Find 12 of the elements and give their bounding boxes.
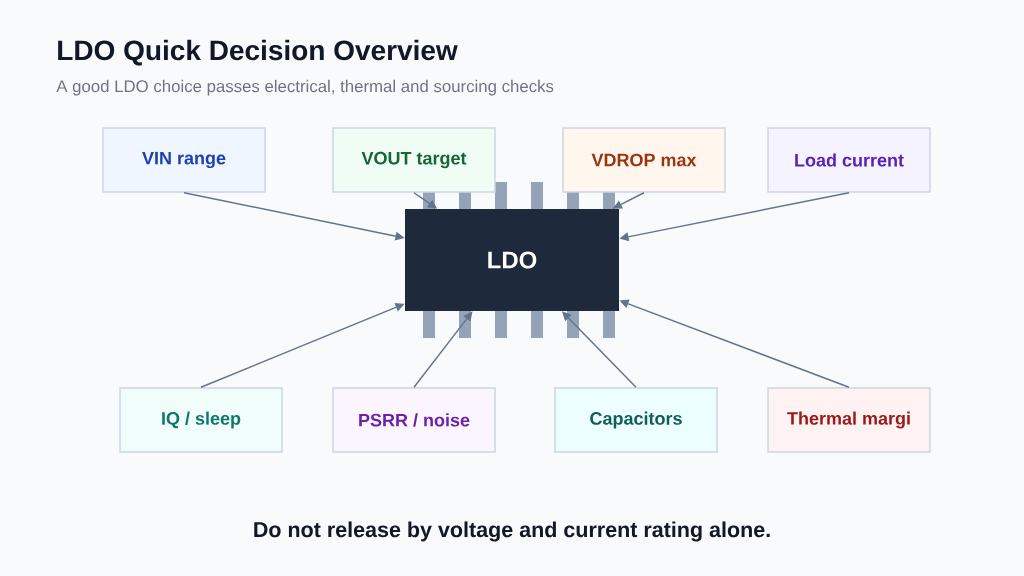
parameter-box: Thermal margi — [767, 387, 931, 453]
subtitle: A good LDO choice passes electrical, thermal and sourcing checks — [56, 79, 554, 96]
caption: Do not release by voltage and current rating alone. — [254, 521, 770, 542]
arrow — [413, 311, 473, 388]
parameter-box: Load current — [767, 127, 931, 193]
title: LDO Quick Decision Overview — [58, 39, 458, 66]
parameter-box: VIN range — [102, 127, 266, 193]
parameter-box: VDROP max — [562, 127, 726, 193]
parameter-box: VOUT target — [332, 127, 496, 193]
parameter-box: Capacitors — [554, 387, 718, 453]
parameter-box: IQ / sleep — [119, 387, 283, 453]
parameter-box: PSRR / noise — [332, 387, 496, 453]
